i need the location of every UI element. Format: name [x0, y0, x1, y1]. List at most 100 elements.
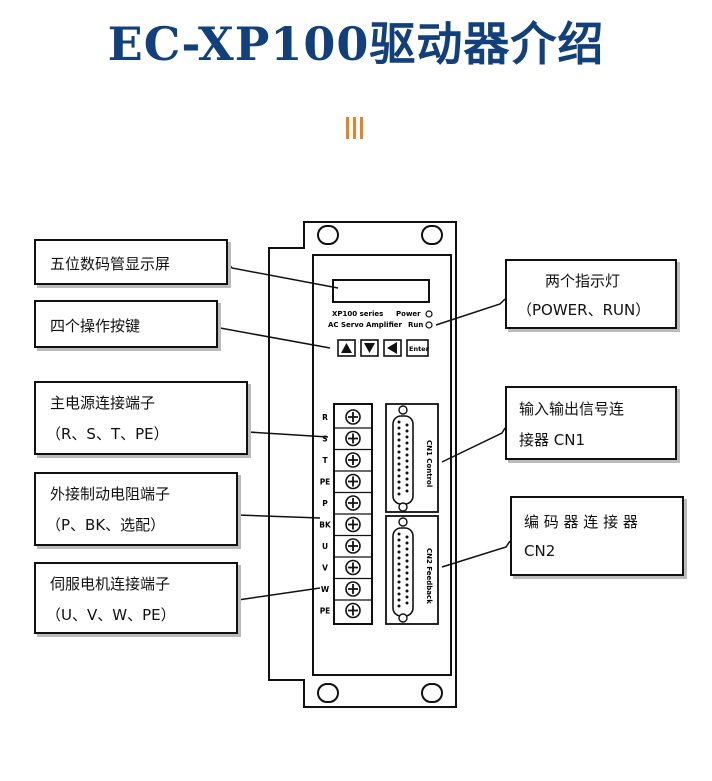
connector-pin: [397, 580, 401, 584]
callout-brake-line2: （P、BK、选配）: [46, 516, 166, 534]
callout-cn1-line1: 输入输出信号连: [519, 400, 625, 418]
mounting-slot-top-left: [317, 225, 339, 245]
callout-indicators-line2: （POWER、RUN）: [517, 301, 651, 319]
terminal-label-s: S: [322, 435, 327, 444]
leader-indicators: [435, 298, 506, 326]
callout-brake-line1: 外接制动电阻端子: [50, 485, 171, 503]
down-arrow-icon: [364, 343, 375, 353]
terminal-screw-cross: [348, 541, 358, 551]
leader-brake: [237, 514, 321, 519]
mounting-slot-bottom-right: [421, 683, 443, 703]
connector-pin: [405, 577, 409, 581]
connector-pin: [397, 556, 401, 560]
connector-pin: [397, 462, 401, 466]
connector-pin: [405, 471, 409, 475]
key-left[interactable]: [383, 339, 402, 357]
terminal-screw-cross: [348, 605, 358, 616]
key-up[interactable]: [337, 339, 356, 357]
terminal-screw-cross: [348, 433, 358, 444]
callout-power-input-line1: 主电源连接端子: [50, 394, 156, 412]
callout-motor: 伺服电机连接端子 （U、V、W、PE）: [34, 562, 238, 634]
cn1-connector: CN1 Control: [385, 403, 439, 513]
terminal-screw-cross: [348, 455, 358, 465]
connector-pin: [405, 547, 409, 551]
callout-power-input: 主电源连接端子 （R、S、T、PE）: [34, 381, 248, 455]
connector-pin: [397, 492, 401, 496]
callout-cn2-line1: 编 码 器 连 接 器: [524, 513, 638, 531]
connector-pin: [405, 441, 409, 445]
connector-pin: [405, 571, 409, 575]
callout-cn2-line2: CN2: [524, 542, 556, 560]
left-arrow-icon: [387, 342, 397, 354]
connector-pin: [405, 489, 409, 493]
connector-pin: [405, 583, 409, 587]
callout-cn1-line2: 接器 CN1: [519, 431, 586, 449]
led-display: [332, 279, 430, 303]
connector-pin: [397, 544, 401, 548]
terminal-screw-cross: [348, 476, 358, 487]
connector-pin: [397, 568, 401, 572]
connector-pin: [405, 423, 409, 427]
connector-pin: [397, 532, 401, 536]
connector-pin: [405, 535, 409, 539]
callout-display: 五位数码管显示屏: [34, 239, 228, 285]
connector-pin: [397, 432, 401, 436]
connector-pin: [405, 459, 409, 463]
terminal-screw-cross: [348, 519, 358, 530]
terminal-label-r: R: [322, 413, 328, 422]
connector-pin: [397, 420, 401, 424]
terminal-screw-cross: [348, 412, 358, 422]
leader-display: [227, 262, 339, 289]
connector-pin: [405, 465, 409, 469]
power-label: Power: [396, 310, 421, 318]
connector-pin: [405, 565, 409, 569]
key-enter[interactable]: Enter: [406, 339, 430, 357]
callout-motor-line2: （U、V、W、PE）: [46, 606, 176, 624]
leader-power-input: [247, 431, 329, 438]
terminal-screw-cross: [348, 562, 358, 573]
terminal-label-bk: BK: [319, 521, 332, 530]
connector-pin: [397, 444, 401, 448]
connector-pin: [405, 429, 409, 433]
run-label: Run: [408, 321, 423, 329]
terminal-label-pe: PE: [320, 478, 331, 487]
leader-lines: [217, 262, 511, 601]
connector-pin: [405, 435, 409, 439]
connector-pin: [405, 477, 409, 481]
connector-pin: [397, 474, 401, 478]
callout-cn1: 输入输出信号连 接器 CN1: [505, 386, 677, 460]
terminal-screw-cross: [348, 498, 358, 508]
callout-indicators-line1: 两个指示灯: [545, 272, 621, 290]
terminal-label-p: P: [322, 499, 328, 508]
connector-pin: [397, 486, 401, 490]
connector-pin: [405, 559, 409, 563]
connector-pin: [397, 538, 401, 542]
page-title: EC-XP100驱动器介绍: [107, 17, 605, 71]
terminal-label-v: V: [322, 564, 328, 573]
callout-keys-text: 四个操作按键: [50, 317, 141, 335]
leader-motor: [237, 587, 321, 601]
mounting-slot-bottom-left: [317, 683, 339, 703]
power-led: [425, 310, 433, 318]
cn1-label: CN1 Control: [425, 440, 433, 487]
title-divider: [346, 117, 366, 139]
model-label: AC Servo Amplifier: [328, 321, 402, 329]
connector-pin: [405, 447, 409, 451]
connector-pin: [397, 468, 401, 472]
connector-pin: [397, 562, 401, 566]
connector-pin: [405, 589, 409, 593]
connector-pin: [397, 592, 401, 596]
callout-brake: 外接制动电阻端子 （P、BK、选配）: [34, 472, 238, 546]
key-down[interactable]: [360, 339, 379, 357]
connector-pin: [397, 480, 401, 484]
callout-display-text: 五位数码管显示屏: [50, 255, 171, 273]
connector-pin: [397, 438, 401, 442]
series-label: XP100 series: [332, 310, 383, 318]
svg-text:Enter: Enter: [409, 345, 430, 353]
connector-pin: [397, 586, 401, 590]
terminal-label-u: U: [322, 542, 328, 551]
terminal-label-w: W: [321, 585, 330, 594]
leader-cn2: [441, 540, 511, 568]
